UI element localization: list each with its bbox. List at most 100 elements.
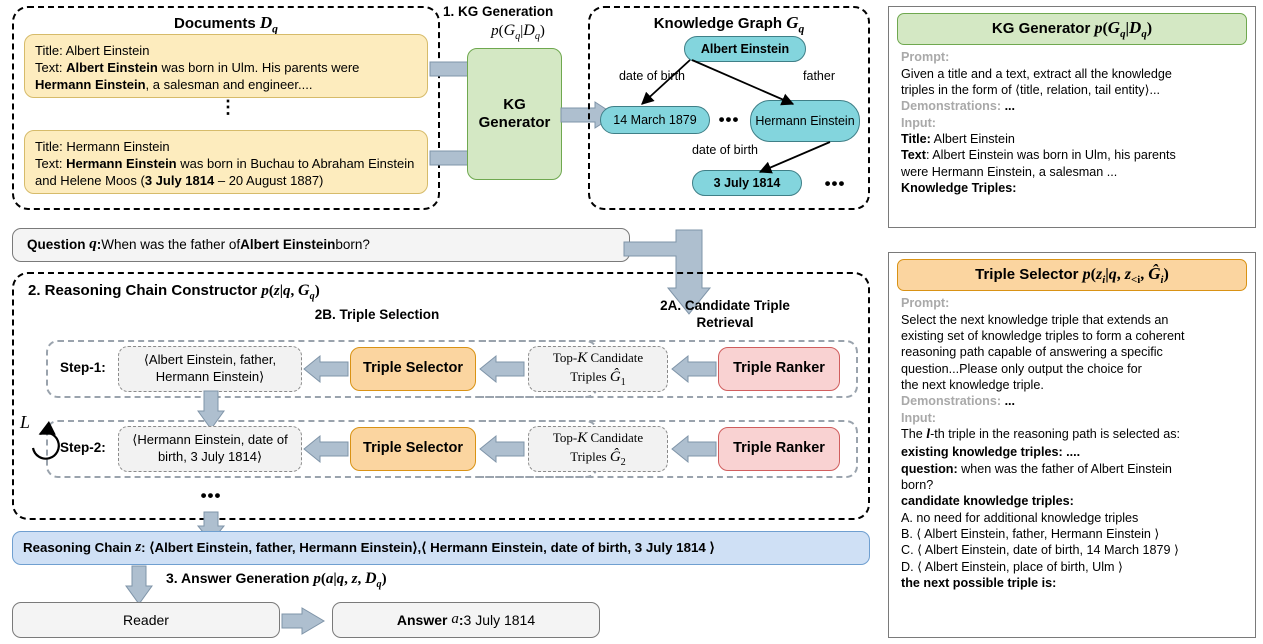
answer-colon: : (458, 611, 464, 628)
triple-selector-module-1[interactable]: Triple Selector (350, 347, 476, 391)
kg-generator-demos-line: Demonstrations: ... (901, 98, 1245, 114)
candidate-triples-2-word: Triples (570, 449, 607, 465)
kg-generator-card: KG Generator p(Gq|Dq) Prompt: Given a ti… (888, 6, 1256, 228)
documents-title-text: Documents (174, 15, 256, 32)
question-text-part1: When was the father of (101, 237, 241, 253)
reader-box[interactable]: Reader (12, 602, 280, 638)
kg-generator-triples-label: Knowledge Triples: (901, 181, 1017, 196)
triple-selector-card-title: Triple Selector (975, 266, 1079, 283)
document-card-2: Title: Hermann Einstein Text: Hermann Ei… (24, 130, 428, 194)
candidate-triples-1-line2: Triples Ĝ1 (570, 369, 626, 389)
question-entity: Albert Einstein (240, 237, 336, 253)
triple-selector-input-pre: The (901, 427, 927, 442)
reasoning-constructor-title: 2. Reasoning Chain Constructor p(z|q, Gq… (28, 282, 320, 302)
question-symbol: q (89, 236, 97, 253)
step-2-triple-text: ⟨Hermann Einstein, date of birth, 3 July… (132, 432, 288, 464)
triple-selector-demos-value: ... (1004, 394, 1016, 409)
triple-selector-input-line: The l-th triple in the reasoning path is… (901, 426, 1245, 444)
kg-generator-label-line2: Generator (478, 114, 551, 131)
reasoning-constructor-step-label: 2. Reasoning Chain Constructor (28, 282, 258, 299)
kg-node-hermann-einstein[interactable]: Hermann Einstein (750, 100, 860, 142)
documents-panel (12, 6, 440, 210)
kg-generator-input-label: Input: (901, 115, 936, 130)
loop-label-text: L (20, 412, 31, 432)
document-1-text-mid: was born in Ulm. His parents were (157, 60, 360, 76)
triple-selector-existing-value: .... (1062, 445, 1081, 460)
reasoning-chain-triple-2: ⟨ Hermann Einstein, date of birth, 3 Jul… (421, 540, 715, 556)
triple-selector-prompt-line-1: Select the next knowledge triple that ex… (901, 312, 1169, 327)
candidate-retrieval-group-2 (480, 420, 858, 478)
step-2-triple: ⟨Hermann Einstein, date of birth, 3 July… (118, 426, 302, 472)
triple-selector-demos-label: Demonstrations: (901, 394, 1002, 409)
selector-to-step-1-arrow (303, 354, 349, 384)
triple-ranker-module-1[interactable]: Triple Ranker (718, 347, 840, 391)
triple-selector-module-2[interactable]: Triple Selector (350, 427, 476, 471)
document-1-title-line: Title: Albert Einstein (35, 42, 417, 59)
answer-generation-step-label: 3. Answer Generation (166, 570, 310, 586)
triple-selector-input-post: -th triple in the reasoning path is sele… (930, 427, 1181, 442)
question-box: Question q: When was the father of Alber… (12, 228, 630, 262)
kg-node-14-march-1879-label: 14 March 1879 (613, 113, 697, 127)
candidate-triples-2-subscript: 2 (620, 457, 626, 469)
kg-generator-card-header: KG Generator p(Gq|Dq) (897, 13, 1247, 46)
kg-generation-step-title: 1. KG Generation (443, 4, 593, 21)
kg-node-14-march-1879[interactable]: 14 March 1879 (600, 106, 710, 134)
triple-selector-question-value-2: born? (901, 477, 934, 492)
step-1-label: Step-1: (60, 360, 126, 375)
triple-selector-existing-label: existing knowledge triples: (901, 445, 1063, 460)
triple-selector-2-label: Triple Selector (363, 440, 463, 457)
step-1-to-step-2-arrow (197, 390, 225, 430)
document-1-text-label: Text: (35, 60, 63, 76)
triple-ranker-module-2[interactable]: Triple Ranker (718, 427, 840, 471)
document-2-text-mid: was born in Buchau to Abraham Einstein a… (35, 156, 415, 189)
answer-value: 3 July 1814 (463, 611, 536, 628)
kg-generator-prompt-line-2c: ... (1149, 82, 1161, 97)
triple-selector-prompt-line-5: the next knowledge triple. (901, 377, 1044, 392)
triple-selector-next-label: the next possible triple is: (901, 576, 1057, 591)
document-1-title-value: Albert Einstein (65, 43, 150, 58)
kg-generator-title-label: Title: (901, 131, 931, 146)
kg-edge-label-date-of-birth-2: date of birth (660, 143, 790, 157)
chain-to-reader-arrow (125, 565, 153, 605)
kg-generator-demos-value: ... (1004, 99, 1016, 114)
selector-to-step-2-arrow (303, 434, 349, 464)
reasoning-chain-triple-1: ⟨Albert Einstein, father, Hermann Einste… (149, 540, 418, 556)
triple-selector-demos-line: Demonstrations: ... (901, 393, 1245, 409)
kg-edge-label-father: father (786, 69, 852, 83)
candidate-triples-2: Top-K Candidate Triples Ĝ2 (528, 426, 668, 472)
question-to-retrieval-arrow (623, 229, 712, 315)
candidate-triples-1-line1: Top-K Candidate (552, 349, 644, 366)
subsection-2b-label: 2B. Triple Selection (314, 307, 440, 322)
answer-generation-title: 3. Answer Generation p(a|q, z, Dq) (166, 570, 387, 590)
kg-node-albert-einstein[interactable]: Albert Einstein (684, 36, 806, 62)
step-2-label: Step-2: (60, 440, 126, 455)
reasoning-chain-bar: Reasoning Chain z: ⟨Albert Einstein, fat… (12, 531, 870, 565)
kg-generator-title-value: Albert Einstein (930, 131, 1015, 146)
candidate-triples-1-word: Triples (570, 369, 607, 385)
kg-generator-text-value-1: : Albert Einstein was born in Ulm, his p… (925, 148, 1176, 163)
subsection-2a-title: 2A. Candidate Triple Retrieval (620, 298, 830, 332)
answer-box: Answer a: 3 July 1814 (332, 602, 600, 638)
triple-selector-1-label: Triple Selector (363, 360, 463, 377)
triple-selector-candidate-b: B. ⟨ Albert Einstein, father, Hermann Ei… (901, 527, 1160, 542)
kg-generator-text-line-1: Text: Albert Einstein was born in Ulm, h… (901, 147, 1245, 163)
triple-selector-question-value-1: when was the father of Albert Einstein (957, 461, 1172, 476)
kg-generator-prompt-line-2: triples in the form of ⟨title, relation,… (901, 82, 1245, 98)
step-1-triple: ⟨Albert Einstein, father, Hermann Einste… (118, 346, 302, 392)
kg-edge-2-text: date of birth (691, 143, 758, 157)
document-2-date: 3 July 1814 (144, 173, 215, 189)
kg-node-albert-einstein-label: Albert Einstein (700, 42, 790, 56)
question-label: Question (27, 237, 86, 253)
kg-node-3-july-1814[interactable]: 3 July 1814 (692, 170, 802, 196)
kg-generator-module[interactable]: KG Generator (467, 48, 562, 180)
triple-selector-candidate-c: C. ⟨ Albert Einstein, date of birth, 14 … (901, 543, 1179, 558)
reasoning-chain-symbol: z (135, 539, 142, 556)
document-2-text-tail: – 20 August 1887) (214, 173, 324, 189)
kg-generator-card-body: Prompt: Given a title and a text, extrac… (889, 49, 1255, 202)
kg-generator-demos-label: Demonstrations: (901, 99, 1002, 114)
ranker-to-candidates-2-arrow (671, 434, 717, 464)
candidate-triples-2-line2: Triples Ĝ2 (570, 449, 626, 469)
kg-generator-title-line: Title: Albert Einstein (901, 131, 1245, 147)
reasoning-chain-colon: : (141, 540, 146, 556)
knowledge-graph-title-text: Knowledge Graph (653, 15, 783, 32)
